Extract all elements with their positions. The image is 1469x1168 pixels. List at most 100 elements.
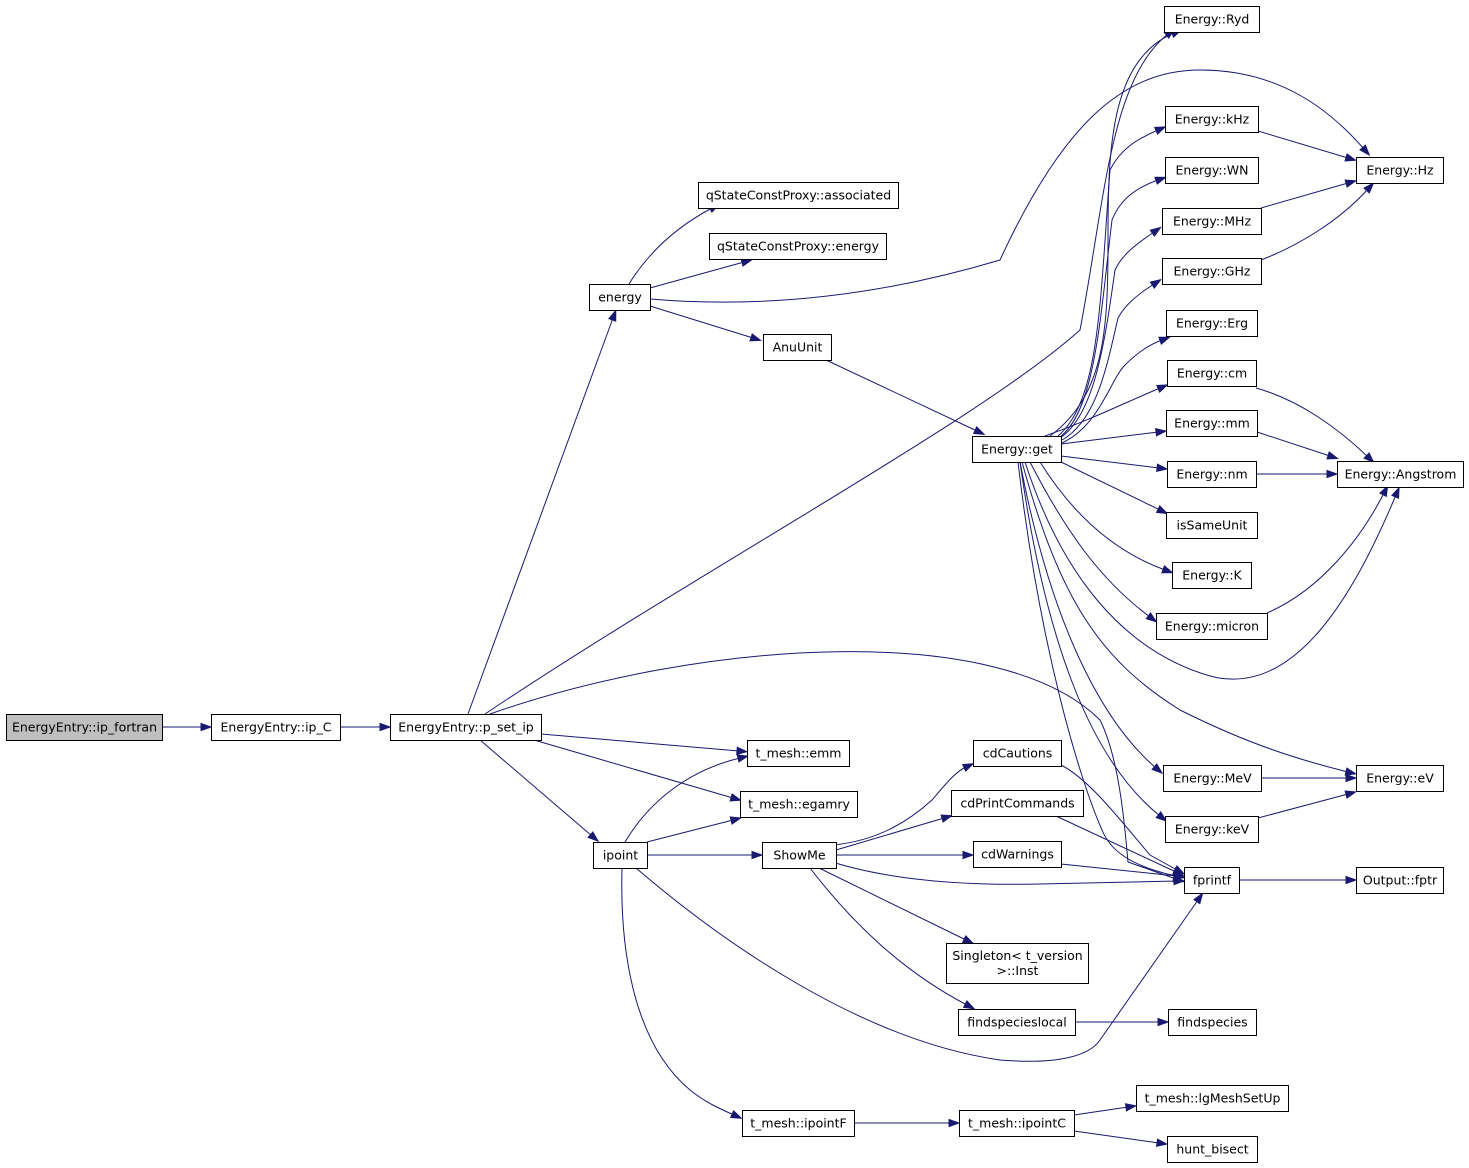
edge-arrowhead	[1155, 811, 1168, 822]
edge-get-to-k	[1039, 461, 1174, 574]
node-box	[1167, 461, 1257, 488]
edge-line	[1060, 764, 1178, 871]
edge-arrowhead	[1155, 428, 1168, 437]
node-cdprint[interactable]: cdPrintCommands	[951, 790, 1084, 817]
edge-arrowhead	[1326, 469, 1339, 479]
node-ev[interactable]: Energy::eV	[1356, 765, 1444, 792]
node-egamry[interactable]: t_mesh::egamry	[740, 791, 858, 818]
edge-arrowhead	[1158, 336, 1171, 345]
node-box	[698, 182, 899, 209]
node-erg[interactable]: Energy::Erg	[1166, 310, 1258, 337]
edge-energy-to-anuunit	[649, 305, 763, 342]
edge-line	[533, 739, 734, 799]
edge-line	[621, 867, 735, 1116]
node-wn[interactable]: Energy::WN	[1165, 157, 1259, 184]
node-label: findspecies	[1177, 1015, 1247, 1030]
node-ghz[interactable]: Energy::GHz	[1162, 258, 1262, 285]
node-box	[1356, 765, 1444, 792]
node-nm[interactable]: Energy::nm	[1167, 461, 1257, 488]
edge-p_set_ip-to-energy	[467, 309, 617, 715]
edge-line	[1024, 461, 1397, 680]
edge-get-to-kev	[1019, 461, 1168, 822]
edge-get-to-cm	[1044, 384, 1169, 437]
node-emm[interactable]: t_mesh::emm	[747, 740, 850, 767]
node-mm[interactable]: Energy::mm	[1166, 410, 1258, 437]
node-ryd[interactable]: Energy::Ryd	[1164, 6, 1260, 33]
edge-line	[624, 757, 741, 843]
node-label: EnergyEntry::ip_C	[221, 720, 332, 735]
edge-arrowhead	[1363, 182, 1375, 194]
node-angstrom[interactable]: Energy::Angstrom	[1337, 461, 1464, 488]
node-get[interactable]: Energy::get	[972, 436, 1062, 463]
node-ip-fortran[interactable]: EnergyEntry::ip_fortran	[6, 714, 163, 741]
edge-p_set_ip-to-emm	[540, 733, 749, 756]
node-mev[interactable]: Energy::MeV	[1163, 765, 1262, 792]
node-ipointC[interactable]: t_mesh::ipointC	[959, 1110, 1075, 1137]
edge-line	[635, 867, 1199, 1062]
node-box	[1168, 1009, 1257, 1036]
node-box	[1356, 157, 1444, 184]
edge-line	[1266, 492, 1385, 614]
edge-arrowhead	[962, 1000, 976, 1010]
edge-line	[1049, 32, 1175, 437]
node-hunt[interactable]: hunt_bisect	[1167, 1136, 1258, 1163]
edge-get-to-issame	[1060, 461, 1169, 515]
node-mhz[interactable]: Energy::MHz	[1162, 208, 1262, 235]
node-cdwarnings[interactable]: cdWarnings	[973, 841, 1062, 868]
node-ipoint[interactable]: ipoint	[593, 842, 648, 869]
edge-kev-to-ev	[1257, 790, 1358, 819]
node-ipointF[interactable]: t_mesh::ipointF	[742, 1110, 855, 1137]
edge-arrowhead	[948, 1118, 961, 1128]
node-fptr[interactable]: Output::fptr	[1356, 867, 1444, 894]
edge-line	[1061, 283, 1155, 441]
node-kev[interactable]: Energy::keV	[1165, 816, 1259, 843]
node-box	[1184, 867, 1240, 894]
node-lgmesh[interactable]: t_mesh::lgMeshSetUp	[1136, 1085, 1289, 1112]
node-box	[1156, 613, 1268, 640]
edge-line	[649, 69, 1365, 303]
edge-arrowhead	[1124, 1103, 1138, 1112]
node-box	[1162, 258, 1262, 285]
node-singleton[interactable]: Singleton< t_version>::Inst	[946, 943, 1089, 984]
node-box	[1136, 1085, 1289, 1112]
edge-line	[467, 317, 614, 715]
node-box	[1356, 867, 1444, 894]
node-qenergy[interactable]: qStateConstProxy::energy	[709, 233, 887, 260]
edge-arrowhead	[1156, 463, 1169, 472]
edge-arrowhead	[1157, 1017, 1170, 1027]
node-cm[interactable]: Energy::cm	[1167, 360, 1257, 387]
node-showme[interactable]: ShowMe	[762, 842, 837, 869]
node-energy[interactable]: energy	[589, 284, 651, 311]
node-associated[interactable]: qStateConstProxy::associated	[698, 182, 899, 209]
edge-get-to-ryd	[1049, 29, 1183, 437]
node-label: Energy::MeV	[1173, 771, 1252, 786]
node-fprintf[interactable]: fprintf	[1184, 867, 1240, 894]
edge-line	[1059, 231, 1155, 439]
node-box	[1167, 360, 1257, 387]
node-cdcautions[interactable]: cdCautions	[973, 740, 1062, 767]
node-label: Energy::get	[981, 442, 1053, 457]
node-findlocal[interactable]: findspecieslocal	[958, 1009, 1076, 1036]
node-findspecies[interactable]: findspecies	[1168, 1009, 1257, 1036]
edge-line	[646, 819, 734, 843]
node-label: t_mesh::lgMeshSetUp	[1145, 1091, 1281, 1106]
edge-get-to-ghz	[1061, 278, 1162, 441]
node-ip-C[interactable]: EnergyEntry::ip_C	[211, 714, 341, 741]
node-micron[interactable]: Energy::micron	[1156, 613, 1268, 640]
node-anuunit[interactable]: AnuUnit	[763, 334, 832, 361]
edge-ipoint-to-emm	[624, 754, 750, 843]
edge-arrowhead	[608, 309, 617, 322]
edge-line	[489, 651, 1177, 880]
node-issame[interactable]: isSameUnit	[1166, 512, 1258, 539]
edge-get-to-angstrom	[1024, 461, 1400, 680]
edge-get-to-mev	[1019, 461, 1164, 775]
node-hz[interactable]: Energy::Hz	[1356, 157, 1444, 184]
edge-ip_C-to-p_set_ip	[340, 722, 392, 732]
node-label: t_mesh::ipointF	[750, 1116, 846, 1131]
node-khz[interactable]: Energy::kHz	[1165, 106, 1259, 133]
node-k[interactable]: Energy::K	[1172, 562, 1252, 589]
node-label: t_mesh::emm	[756, 746, 842, 761]
edge-get-to-erg	[1061, 336, 1171, 444]
node-p-set-ip[interactable]: EnergyEntry::p_set_ip	[390, 714, 542, 741]
edge-arrowhead	[940, 814, 954, 823]
